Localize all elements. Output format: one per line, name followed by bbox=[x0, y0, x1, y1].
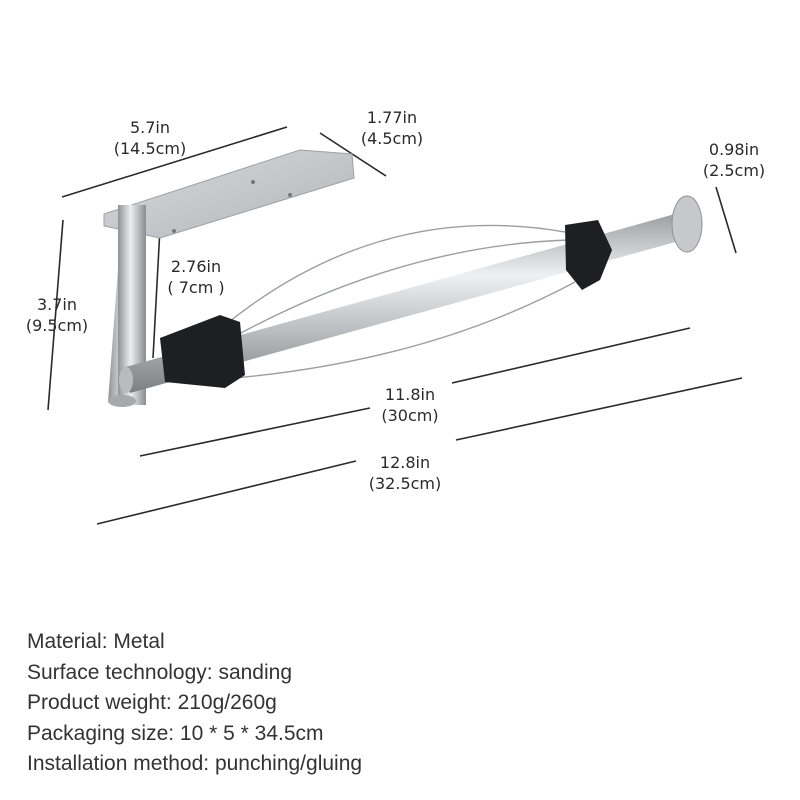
dim-line-total-right bbox=[455, 377, 743, 441]
spec-weight: Product weight: 210g/260g bbox=[27, 691, 277, 714]
spring-wires bbox=[224, 224, 576, 379]
dim-in: 11.8in bbox=[384, 385, 436, 404]
right-end-cap bbox=[565, 220, 612, 290]
screw-hole bbox=[288, 193, 292, 197]
dimension-lines bbox=[47, 126, 743, 525]
label-total-length: 12.8in (32.5cm) bbox=[369, 452, 442, 494]
dim-cm: (2.5cm) bbox=[702, 161, 766, 180]
dim-line-height bbox=[47, 219, 64, 411]
label-height: 3.7in (9.5cm) bbox=[26, 294, 88, 336]
dim-line-plate-width bbox=[319, 132, 387, 177]
label-plate-width: 1.77in (4.5cm) bbox=[361, 107, 423, 149]
spec-material: Material: Metal bbox=[27, 630, 165, 653]
dim-cm: ( 7cm ) bbox=[167, 278, 225, 297]
dim-line-rod-length-right bbox=[451, 327, 691, 384]
horizontal-rod bbox=[122, 212, 690, 393]
post-end bbox=[108, 395, 136, 407]
dim-in: 0.98in bbox=[708, 140, 760, 159]
dim-line-rod-length-left bbox=[139, 407, 371, 457]
dim-cm: (9.5cm) bbox=[25, 316, 89, 335]
label-plate-length: 5.7in (14.5cm) bbox=[114, 117, 187, 159]
dim-line-rod-drop bbox=[152, 227, 161, 359]
dim-line-total-left bbox=[96, 460, 357, 525]
label-rod-length: 11.8in (30cm) bbox=[381, 384, 438, 426]
dim-cm: (14.5cm) bbox=[113, 139, 187, 158]
spec-installation: Installation method: punching/gluing bbox=[27, 752, 363, 775]
dim-cm: (30cm) bbox=[381, 406, 439, 425]
spec-surface: Surface technology: sanding bbox=[27, 660, 293, 684]
spec-packaging: Packaging size: 10 * 5 * 34.5cm bbox=[27, 721, 324, 745]
dim-cm: (32.5cm) bbox=[368, 474, 442, 493]
screw-hole bbox=[172, 229, 176, 233]
dim-in: 2.76in bbox=[170, 257, 222, 276]
dim-in: 5.7in bbox=[129, 118, 171, 137]
dim-in: 1.77in bbox=[366, 108, 418, 127]
dim-in: 3.7in bbox=[36, 295, 78, 314]
dim-line-plate-length bbox=[61, 126, 288, 198]
spec-list: Material: Metal Surface technology: sand… bbox=[27, 627, 362, 780]
dim-line-knob bbox=[715, 186, 737, 254]
screw-hole bbox=[251, 180, 255, 184]
label-knob: 0.98in (2.5cm) bbox=[703, 139, 765, 181]
dim-in: 12.8in bbox=[379, 453, 431, 472]
left-end-cap bbox=[160, 315, 245, 388]
dim-cm: (4.5cm) bbox=[360, 129, 424, 148]
end-knob bbox=[671, 195, 703, 253]
label-rod-drop: 2.76in ( 7cm ) bbox=[167, 256, 224, 298]
rod-end bbox=[119, 367, 133, 393]
mounting-plate bbox=[103, 149, 355, 239]
